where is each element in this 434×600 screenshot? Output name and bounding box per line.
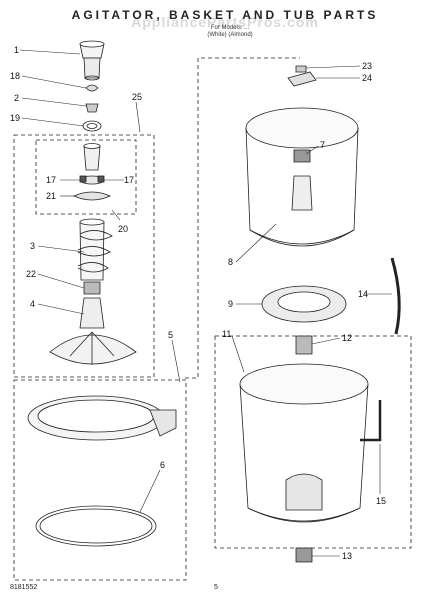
callout-21: 21 [46,191,56,201]
subtitle-line-2: (White) (Almond) [207,32,253,38]
leader-lines [19,49,392,557]
part-15-overflow-tube [360,400,382,442]
doc-number: 8181552 [10,584,38,591]
callout-20: 20 [118,224,128,234]
part-4-agitator-base [49,297,137,365]
part-23-nut [295,65,307,73]
dashed-connector [185,57,300,379]
callout-1: 1 [14,45,19,55]
callout-17-right: 17 [124,175,134,185]
subtitle-line-1: For Models: ... [210,25,250,31]
page-number: 5 [214,584,218,591]
part-11-outer-tub [239,363,369,523]
callout-24: 24 [362,73,372,83]
group-box-25 [13,134,155,378]
callout-12: 12 [342,333,352,343]
callout-23: 23 [362,61,372,71]
diagram-title: AGITATOR, BASKET AND TUB PARTS [71,8,379,22]
part-2-cam [85,103,99,113]
part-22-bushing [83,281,101,295]
callout-18: 18 [10,71,20,81]
watermark-text: AppliancePartsPros.com [131,14,319,30]
callout-17-left: 17 [46,175,56,185]
part-24-spanner-nut [287,71,317,87]
part-5-tub-ring [27,395,177,441]
callout-9: 9 [228,299,233,309]
part-14-hose [390,257,401,335]
callout-11: 11 [222,329,231,339]
callout-14: 14 [358,289,368,299]
callout-4: 4 [30,299,35,309]
part-19-ring [82,120,102,132]
diagram-subtitle: For Models: ... (White) (Almond) [120,25,340,39]
callout-25: 25 [132,92,142,102]
part-12-hub [295,335,313,355]
part-17-dogs [79,143,105,185]
part-6-seal-ring [35,505,157,547]
part-3-agitator-auger [77,218,113,281]
callout-15: 15 [376,496,386,506]
callout-3: 3 [30,241,35,251]
callout-6: 6 [160,460,165,470]
callout-19: 19 [10,113,20,123]
part-7-hub-nut [293,149,311,163]
callout-13: 13 [342,551,352,561]
part-21-dog-cam [73,191,111,201]
part-8-spin-basket [245,107,359,247]
group-box-11 [214,335,412,549]
group-box-20 [35,139,137,215]
callout-22: 22 [26,269,36,279]
callout-7: 7 [320,140,325,150]
part-18-seal [85,84,99,92]
part-13-drain-nut [295,547,313,563]
group-box-5 [13,379,187,581]
callout-8: 8 [228,257,233,267]
callout-5: 5 [168,330,173,340]
callout-2: 2 [14,93,19,103]
part-1-agitator-cap [79,40,105,81]
